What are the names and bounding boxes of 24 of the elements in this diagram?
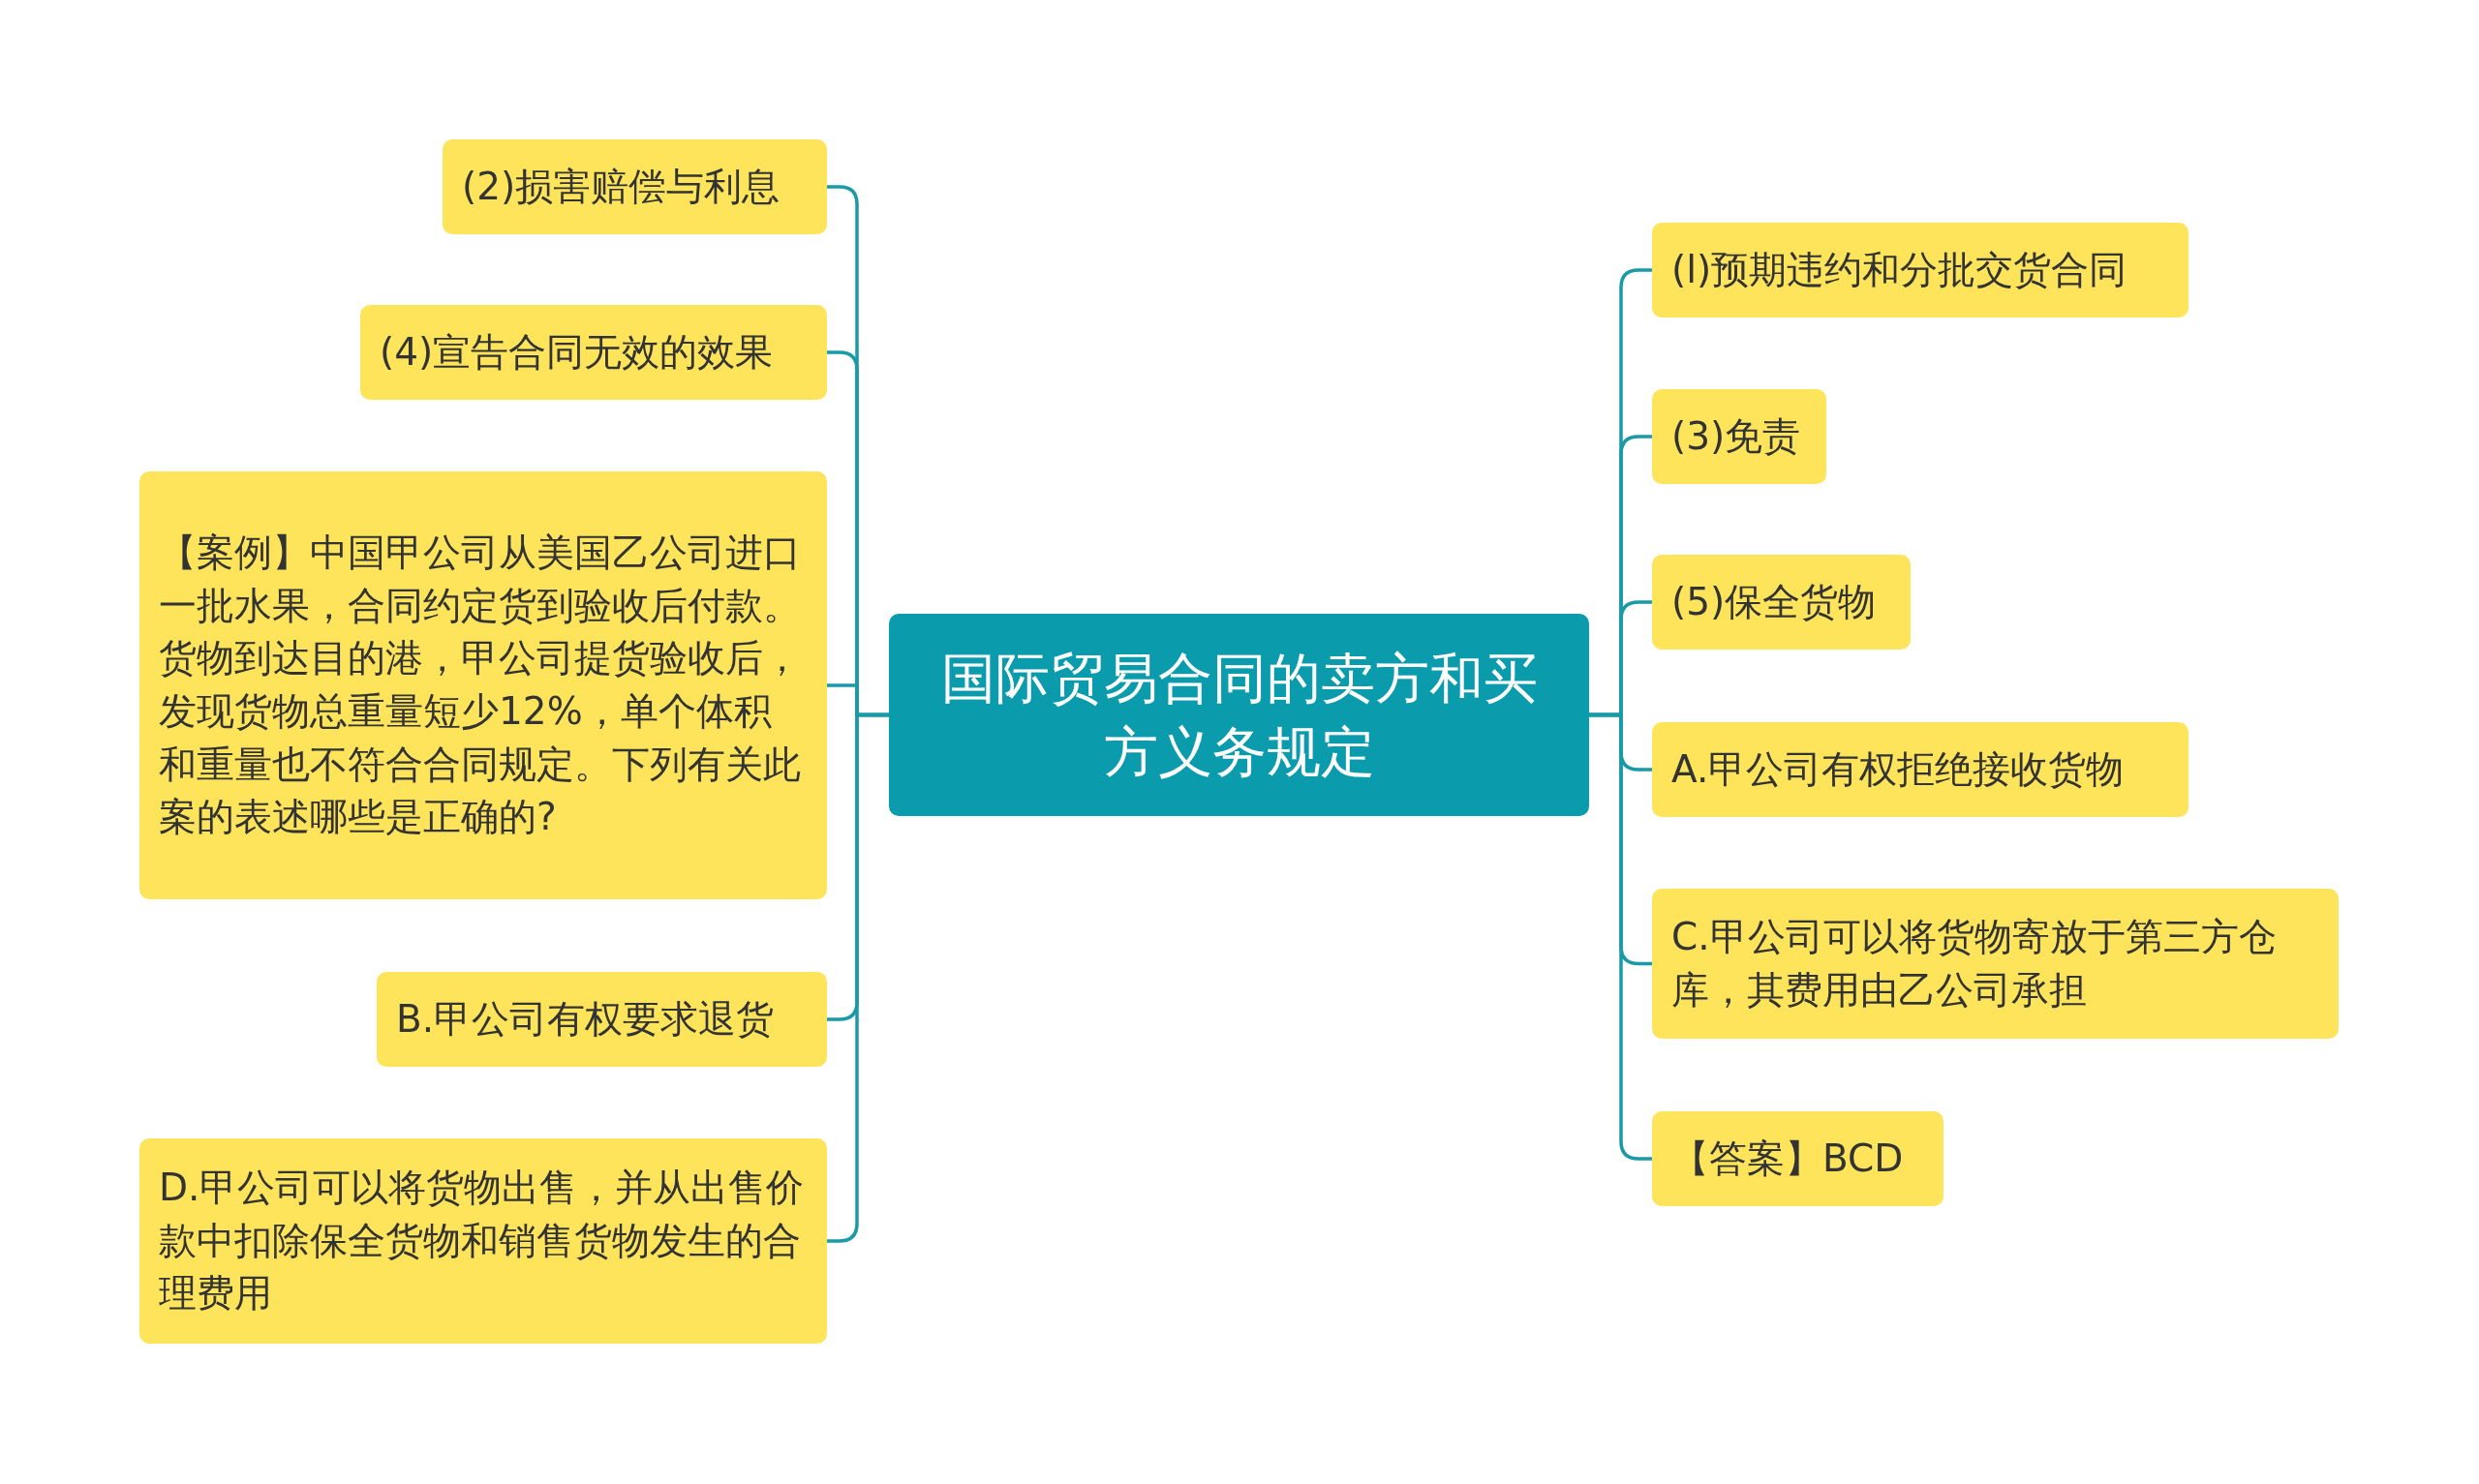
topic-box: [1652, 889, 2339, 1039]
topic-box: [1652, 722, 2188, 817]
topic-text: (l)预期违约和分批交货合同: [1671, 246, 2127, 293]
topic-box: [139, 471, 827, 899]
topic-text: (4)宣告合同无效的效果: [380, 328, 774, 376]
topic-box: [1652, 389, 1826, 484]
topic-text: 国际贸易合同的卖方和买方义务规定: [939, 645, 1539, 785]
topic-box: [377, 972, 827, 1067]
topic-text: 【案例】中国甲公司从美国乙公司进口一批水果，合同约定货到验收后付款。货物到达目的港，甲公司提货验收后，发现货物总重量短少12%，单个体积和重量也不符合合同规定。下列有关此案的表述哪些是正确的?: [159, 530, 802, 841]
central-topic: [889, 614, 1589, 816]
topic-box: [1652, 555, 1911, 650]
topic-box: [1652, 1111, 1943, 1206]
topic-text: B.甲公司有权要求退货: [396, 995, 775, 1043]
topic-box: [443, 139, 827, 234]
topic-text: (3)免责: [1671, 412, 1801, 460]
topic-text: C.甲公司可以将货物寄放于第三方仓库，其费用由乙公司承担: [1671, 913, 2278, 1014]
topic-box: [1652, 223, 2188, 318]
topic-text: (5)保全货物: [1671, 578, 1877, 625]
topic-text: D.甲公司可以将货物出售，并从出售价款中扣除保全货物和销售货物发生的合理费用: [159, 1165, 806, 1317]
topic-box: [139, 1138, 827, 1344]
topic-box: [360, 305, 827, 400]
topic-text: A.甲公司有权拒绝接收货物: [1671, 745, 2125, 793]
topic-text: 【答案】BCD: [1671, 1135, 1904, 1182]
topic-text: (2)损害赔偿与利息: [462, 163, 780, 210]
